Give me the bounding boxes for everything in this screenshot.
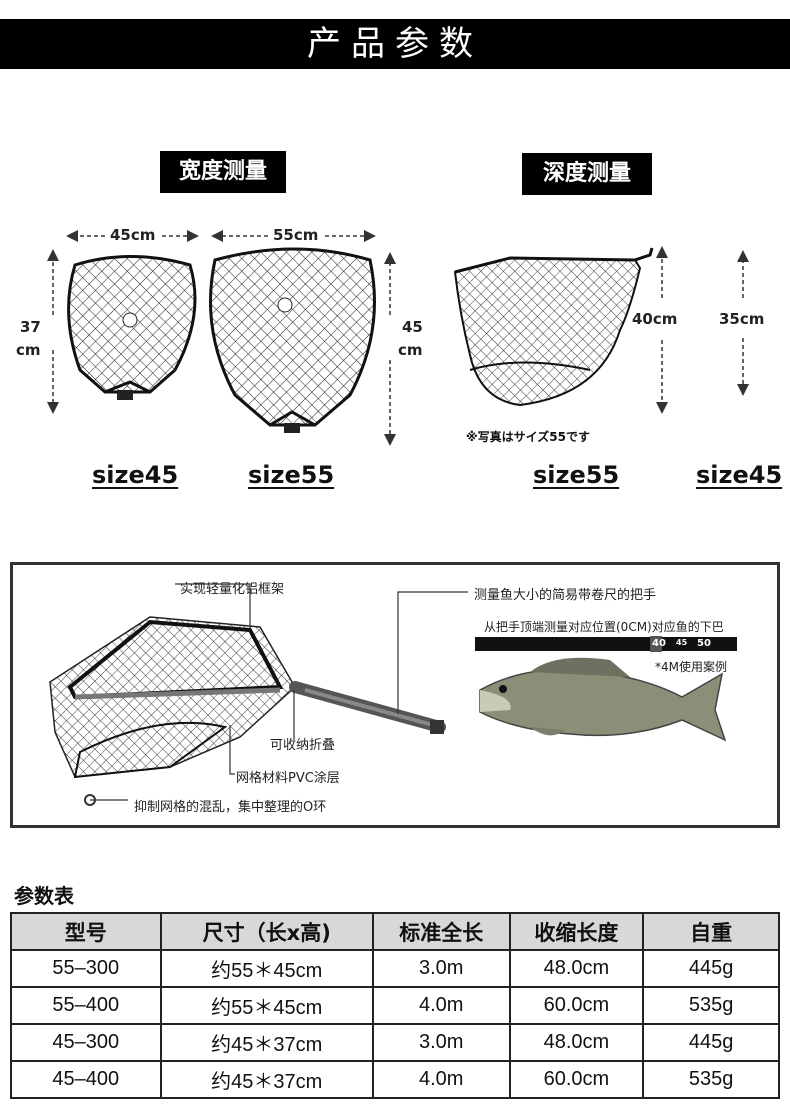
w45-width-label: 45cm xyxy=(110,226,156,244)
net-feature-illustration xyxy=(49,583,737,806)
cell-model: 45–400 xyxy=(10,1060,162,1099)
cell-full-length: 3.0m xyxy=(371,1023,511,1062)
w55-height-label-b: cm xyxy=(398,341,423,359)
net-size55-front xyxy=(209,247,376,433)
cell-weight: 535g xyxy=(642,986,780,1025)
net-measure-illustrations xyxy=(47,230,749,446)
d45-depth-label: 35cm xyxy=(719,310,765,328)
depth-measure-label: 深度测量 xyxy=(522,153,652,195)
cell-model: 45–300 xyxy=(10,1023,162,1062)
cell-size: 约55＊45cm xyxy=(159,986,374,1025)
width-measure-label: 宽度测量 xyxy=(160,151,286,193)
ruler-tick-45: 45 xyxy=(676,638,688,647)
size-label-d55: size55 xyxy=(533,461,620,489)
annotation-fold: 可收纳折叠 xyxy=(270,738,336,753)
annotation-frame: 实现轻量化铝框架 xyxy=(180,582,285,597)
annotation-example: *4M使用案例 xyxy=(655,660,727,674)
col-header-full-length: 标准全长 xyxy=(371,912,511,951)
cell-full-length: 3.0m xyxy=(371,949,511,988)
cell-closed-length: 48.0cm xyxy=(508,1023,645,1062)
size-label-w55: size55 xyxy=(248,461,335,489)
photo-note: ※写真はサイズ55です xyxy=(466,430,591,444)
page-title: 产品参数 xyxy=(0,19,790,69)
cell-full-length: 4.0m xyxy=(371,986,511,1025)
cell-full-length: 4.0m xyxy=(371,1060,511,1099)
size-label-w45: size45 xyxy=(92,461,179,489)
cell-weight: 535g xyxy=(642,1060,780,1099)
annotation-measure-desc: 从把手顶端测量对应位置(0CM)对应鱼的下巴 xyxy=(484,620,724,634)
ruler-tick-50: 50 xyxy=(697,638,711,649)
table-row: 45–300 约45＊37cm 3.0m 48.0cm 445g xyxy=(10,1023,780,1062)
cell-model: 55–300 xyxy=(10,949,162,988)
annotation-mesh: 网格材料PVC涂层 xyxy=(236,771,340,786)
annotation-oring: 抑制网格的混乱，集中整理的O环 xyxy=(134,800,327,815)
size-label-d45: size45 xyxy=(696,461,783,489)
cell-size: 约45＊37cm xyxy=(159,1023,374,1062)
col-header-closed-length: 收缩长度 xyxy=(508,912,645,951)
cell-weight: 445g xyxy=(642,949,780,988)
cell-closed-length: 60.0cm xyxy=(508,1060,645,1099)
cell-size: 约45＊37cm xyxy=(159,1060,374,1099)
col-header-weight: 自重 xyxy=(642,912,780,951)
spec-table-title: 参数表 xyxy=(14,884,74,908)
cell-weight: 445g xyxy=(642,1023,780,1062)
d55-depth-label: 40cm xyxy=(632,310,678,328)
cell-model: 55–400 xyxy=(10,986,162,1025)
bass-fish-illustration xyxy=(479,657,727,742)
col-header-size: 尺寸（长x高) xyxy=(159,912,374,951)
annotation-handle: 测量鱼大小的简易带卷尺的把手 xyxy=(474,588,657,603)
w45-height-label-b: cm xyxy=(16,341,41,359)
col-header-model: 型号 xyxy=(10,912,162,951)
spec-table: 型号 尺寸（长x高) 标准全长 收缩长度 自重 55–300 约55＊45cm … xyxy=(10,912,780,1099)
cell-closed-length: 48.0cm xyxy=(508,949,645,988)
net-size45-front xyxy=(67,255,197,400)
cell-size: 约55＊45cm xyxy=(159,949,374,988)
table-row: 45–400 约45＊37cm 4.0m 60.0cm 535g xyxy=(10,1060,780,1099)
net-size55-side xyxy=(453,247,654,407)
table-row: 55–400 约55＊45cm 4.0m 60.0cm 535g xyxy=(10,986,780,1025)
spec-header-row: 型号 尺寸（长x高) 标准全长 收缩长度 自重 xyxy=(10,912,780,951)
table-row: 55–300 约55＊45cm 3.0m 48.0cm 445g xyxy=(10,949,780,988)
ruler-tick-40: 40 xyxy=(652,638,666,649)
w55-width-label: 55cm xyxy=(273,226,319,244)
cell-closed-length: 60.0cm xyxy=(508,986,645,1025)
w45-height-label-a: 37 xyxy=(20,318,41,336)
w55-height-label-a: 45 xyxy=(402,318,423,336)
